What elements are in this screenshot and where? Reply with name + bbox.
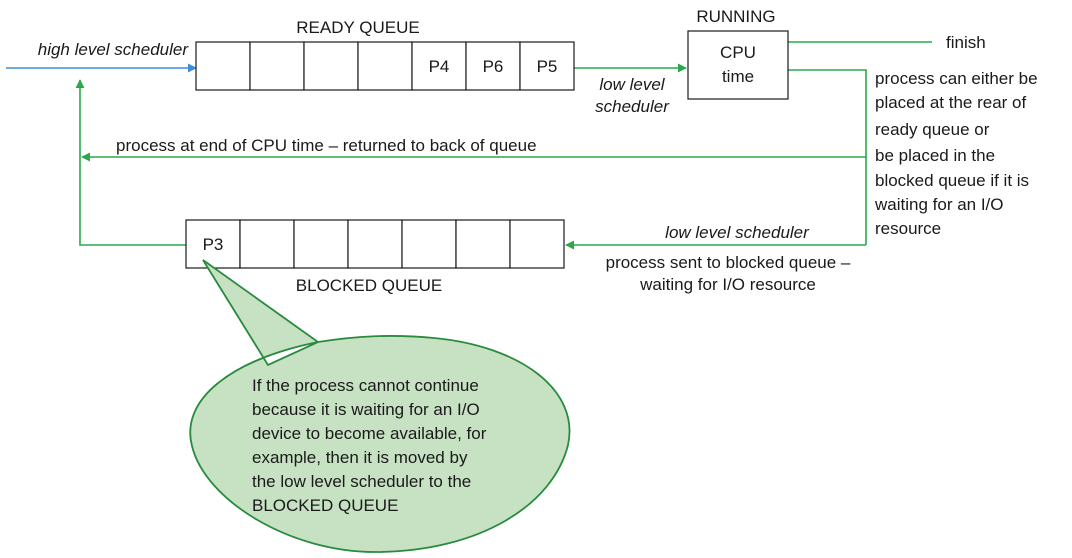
callout-line: If the process cannot continue	[252, 376, 479, 395]
blocked-queue-slot	[509, 219, 565, 269]
cpu-time-box	[687, 30, 789, 100]
blocked-queue-slot-label: P3	[203, 235, 224, 254]
placement-note-line: resource	[875, 219, 941, 238]
ready-queue-slot	[195, 41, 251, 91]
ready-queue-slot-label: P6	[483, 57, 504, 76]
low-level-scheduler-top-line2: scheduler	[595, 97, 670, 116]
ready-queue-slot	[519, 41, 575, 91]
placement-note: process can either be placed at the rear…	[874, 69, 1038, 238]
placement-note-line: placed at the rear of	[875, 93, 1026, 112]
blocked-queue-label: BLOCKED QUEUE	[296, 276, 442, 295]
ready-queue-slot	[411, 41, 467, 91]
callout-line: device to become available, for	[252, 424, 487, 443]
callout-line: because it is waiting for an I/O	[252, 400, 480, 419]
ready-queue-label: READY QUEUE	[296, 18, 419, 37]
blocked-queue-slot	[455, 219, 511, 269]
ready-queue-slot	[303, 41, 359, 91]
blocked-sent-line2: waiting for I/O resource	[639, 275, 816, 294]
running-label: RUNNING	[696, 7, 775, 26]
finish-label: finish	[946, 33, 986, 52]
blocked-queue-slot	[401, 219, 457, 269]
cpu-label: CPU	[720, 43, 756, 62]
ready-queue-slot	[357, 41, 413, 91]
blocked-queue: P3	[185, 219, 565, 269]
callout-bubble	[189, 259, 571, 553]
high-level-scheduler-label: high level scheduler	[38, 40, 190, 59]
callout-text: If the process cannot continue because i…	[252, 376, 487, 515]
callout-line: BLOCKED QUEUE	[252, 496, 398, 515]
blocked-queue-slot	[293, 219, 349, 269]
blocked-sent-line1: process sent to blocked queue –	[606, 253, 851, 272]
placement-note-line: ready queue or	[875, 120, 990, 139]
ready-queue: P4 P6 P5	[195, 41, 575, 91]
placement-note-line: waiting for an I/O	[874, 195, 1004, 214]
ready-queue-slot-label: P4	[429, 57, 450, 76]
blocked-to-ready-arrow	[75, 79, 186, 246]
callout-line: the low level scheduler to the	[252, 472, 471, 491]
ready-queue-slot	[249, 41, 305, 91]
blocked-queue-slot	[239, 219, 295, 269]
ready-queue-slot-label: P5	[537, 57, 558, 76]
callout-line: example, then it is moved by	[252, 448, 468, 467]
return-to-queue-label: process at end of CPU time – returned to…	[116, 136, 537, 155]
time-label: time	[722, 67, 754, 86]
low-level-scheduler-right-label: low level scheduler	[665, 223, 810, 242]
placement-note-line: process can either be	[875, 69, 1038, 88]
low-level-scheduler-top-line1: low level	[599, 75, 665, 94]
blocked-queue-slot	[347, 219, 403, 269]
placement-note-line: be placed in the	[875, 146, 995, 165]
cpu-right-connector	[788, 69, 867, 245]
placement-note-line: blocked queue if it is	[875, 171, 1029, 190]
